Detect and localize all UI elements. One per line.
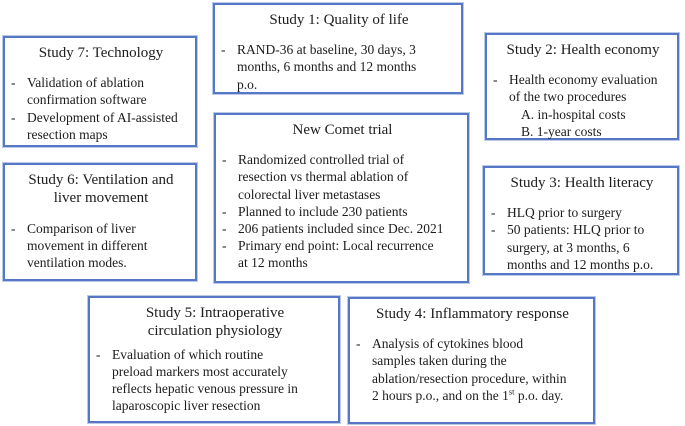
bullet-marker: - — [221, 42, 226, 58]
bullet-item: - Randomized controlled trial of resecti… — [222, 151, 463, 202]
bullet-item: - Analysis of cytokines blood samples ta… — [356, 335, 589, 404]
sub-list-item: B. 1-year costs — [521, 123, 602, 139]
bullet-item: - Comparison of liver movement in differ… — [11, 220, 191, 271]
bullet-marker: - — [11, 220, 16, 236]
study4-box: Study 4: Inflammatory response - Analysi… — [348, 297, 595, 424]
bullet-marker: - — [356, 336, 361, 352]
study4-title: Study 4: Inflammatory response — [376, 306, 569, 322]
study3-title: Study 3: Health literacy — [510, 175, 654, 191]
study4-bullets: - Analysis of cytokines blood samples ta… — [356, 335, 589, 404]
new-comet-trial-bullets: - Randomized controlled trial of resecti… — [222, 151, 463, 271]
bullet-marker: - — [491, 222, 496, 238]
sub-list-item: A. in-hospital costs — [521, 106, 626, 122]
bullet-item: - HLQ prior to surgery — [491, 204, 673, 221]
bullet-text: RAND-36 at baseline, 30 days, 3 months, … — [237, 42, 417, 92]
bullet-item: - Planned to include 230 patients — [222, 203, 463, 220]
study3-box: Study 3: Health literacy - HLQ prior to … — [483, 166, 679, 275]
bullet-item: - Evaluation of which routine preload ma… — [96, 346, 334, 415]
bullet-text: Randomized controlled trial of resection… — [238, 152, 409, 202]
study1-box: Study 1: Quality of life - RAND-36 at ba… — [213, 3, 463, 94]
ordinal-superscript: st — [508, 387, 515, 397]
new-comet-trial-title: New Comet trial — [292, 122, 393, 138]
bullet-item: - 50 patients: HLQ prior to surgery, at … — [491, 221, 673, 272]
study2-title: Study 2: Health economy — [506, 42, 660, 58]
bullet-item: - RAND-36 at baseline, 30 days, 3 months… — [221, 41, 457, 92]
bullet-text: HLQ prior to surgery — [507, 205, 622, 221]
bullet-text: Evaluation of which routine preload mark… — [112, 346, 298, 414]
bullet-item: - 206 patients included since Dec. 2021 — [222, 220, 463, 237]
bullet-marker: - — [493, 72, 498, 88]
bullet-text: Validation of ablation confirmation soft… — [27, 75, 147, 108]
study7-title: Study 7: Technology — [38, 45, 164, 61]
bullet-marker: - — [491, 205, 496, 221]
study2-box: Study 2: Health economy - Health economy… — [485, 33, 679, 140]
bullet-text: Comparison of liver movement in differen… — [27, 220, 148, 270]
bullet-text: Primary end point: Local recurrence at 1… — [238, 238, 434, 271]
bullet-item: - Validation of ablation confirmation so… — [11, 74, 191, 108]
bullet-text: 50 patients: HLQ prior to surgery, at 3 … — [507, 222, 654, 272]
study6-box: Study 6: Ventilation and liver movement … — [3, 163, 197, 281]
bullet-text-pre: Analysis of cytokines blood samples take… — [372, 336, 567, 403]
bullet-marker: - — [222, 152, 227, 168]
bullet-item: - Health economy evaluation of the two p… — [493, 71, 673, 105]
study3-bullets: - HLQ prior to surgery - 50 patients: HL… — [491, 204, 673, 273]
study1-bullets: - RAND-36 at baseline, 30 days, 3 months… — [221, 41, 457, 92]
bullet-item: - Development of AI-assisted resection m… — [11, 109, 191, 143]
study5-box: Study 5: Intraoperative circulation phys… — [88, 296, 340, 423]
bullet-text: Analysis of cytokines blood samples take… — [372, 335, 589, 404]
bullet-text: Health economy evaluation of the two pro… — [509, 72, 658, 105]
bullet-text: Development of AI-assisted resection map… — [27, 109, 178, 142]
bullet-text: 206 patients included since Dec. 2021 — [238, 220, 444, 236]
study5-bullets: - Evaluation of which routine preload ma… — [96, 346, 334, 415]
study2-bullets: - Health economy evaluation of the two p… — [493, 71, 673, 140]
bullet-marker: - — [11, 75, 16, 91]
study1-title: Study 1: Quality of life — [269, 12, 409, 28]
study6-title: Study 6: Ventilation and liver movement — [28, 172, 174, 207]
study7-bullets: - Validation of ablation confirmation so… — [11, 74, 191, 143]
study7-box: Study 7: Technology - Validation of abla… — [3, 36, 197, 147]
study6-bullets: - Comparison of liver movement in differ… — [11, 220, 191, 271]
bullet-marker: - — [96, 346, 101, 362]
bullet-marker: - — [222, 203, 227, 219]
bullet-text-post: p.o. day. — [514, 387, 564, 403]
bullet-marker: - — [11, 109, 16, 125]
bullet-marker: - — [222, 220, 227, 236]
study5-title: Study 5: Intraoperative circulation phys… — [145, 305, 285, 340]
new-comet-trial-box: New Comet trial - Randomized controlled … — [214, 113, 469, 283]
bullet-marker: - — [222, 238, 227, 253]
bullet-text: Planned to include 230 patients — [238, 203, 408, 219]
bullet-item: - Primary end point: Local recurrence at… — [222, 237, 463, 271]
